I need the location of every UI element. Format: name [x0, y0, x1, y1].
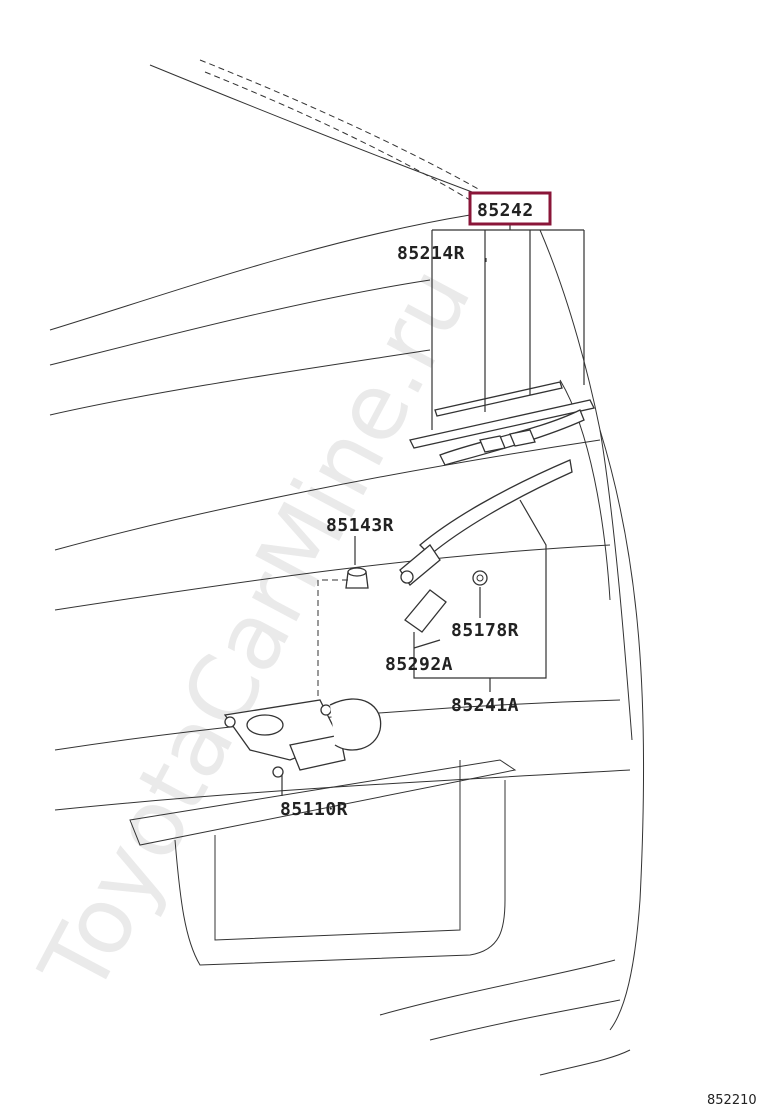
wiper-arm[interactable]: [399, 459, 573, 586]
part-label-85214r[interactable]: 85214R: [397, 243, 465, 264]
diagram-code: 852210: [707, 1093, 757, 1108]
part-label-85110r[interactable]: 85110R: [280, 799, 348, 820]
arm-head-cap[interactable]: [404, 589, 447, 633]
highlight-box: [468, 191, 552, 226]
part-label-85178r[interactable]: 85178R: [451, 620, 519, 641]
part-label-85143r[interactable]: 85143R: [326, 515, 394, 536]
wiper-motor[interactable]: [223, 698, 382, 778]
wiper-blade-assembly[interactable]: [409, 381, 595, 466]
part-label-85242[interactable]: 85242: [477, 200, 534, 221]
nut-85178r[interactable]: [472, 570, 488, 586]
part-label-85241a[interactable]: 85241A: [451, 695, 519, 716]
part-label-85292a[interactable]: 85292A: [385, 654, 453, 675]
leader-lines: [281, 222, 585, 796]
grommet-85143r[interactable]: [345, 567, 369, 589]
